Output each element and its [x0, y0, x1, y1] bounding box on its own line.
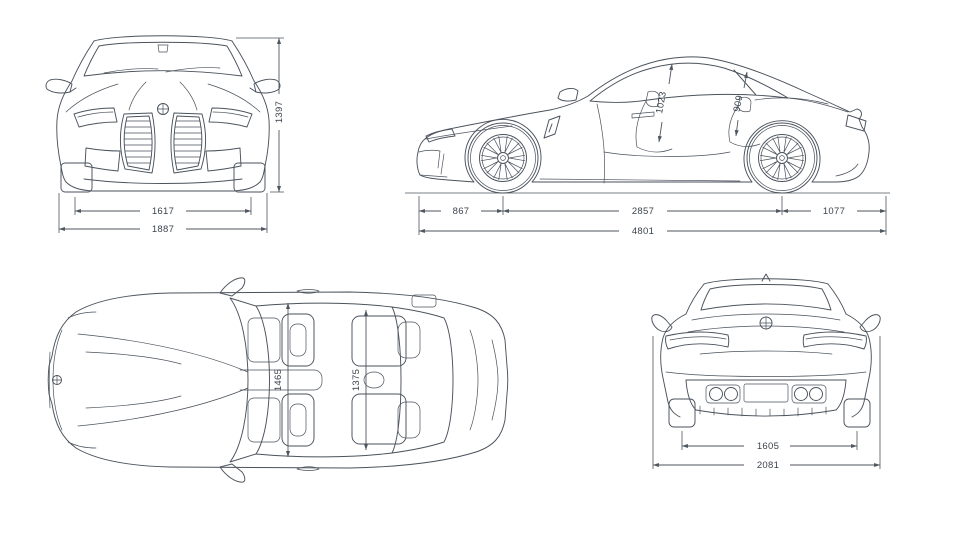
side-body-outline [416, 56, 870, 183]
dim-label-rear-track: 1605 [757, 441, 779, 452]
lower-intakes-mesh [84, 147, 242, 172]
front-seats-top [247, 313, 315, 447]
rear-window-top [391, 306, 454, 454]
side-window-outline [589, 62, 789, 103]
diffuser-fins [699, 405, 827, 417]
dim-front-headroom: 1023 [654, 63, 674, 143]
center-console-top [239, 369, 385, 391]
side-beltline [425, 97, 849, 140]
front-bumper-details [418, 149, 448, 178]
kidney-grille [119, 112, 207, 174]
dim-label-front-shoulder: 1465 [273, 369, 284, 391]
rear-window [700, 284, 832, 311]
grille-slats [124, 120, 202, 164]
trunk-lines-top [469, 329, 499, 431]
front-side-mirrors [45, 78, 281, 94]
hood-creases-top [77, 333, 249, 427]
dim-label-rear-shoulder: 1375 [351, 369, 362, 391]
side-view: 1023 909 867 2857 1077 4801 [405, 56, 890, 237]
dim-rear-shoulder-width: 1375 [351, 309, 369, 451]
license-recess [743, 383, 789, 403]
front-left-tire [60, 162, 93, 193]
front-right-tire [233, 162, 266, 193]
dim-label-front-track: 1617 [152, 206, 174, 217]
rear-seat [728, 96, 829, 147]
front-windshield [83, 41, 243, 77]
dim-front-shoulder-width: 1465 [273, 302, 291, 458]
rear-mirrors [651, 314, 881, 333]
front-wheel [467, 122, 539, 194]
windshield-top [229, 297, 270, 463]
dim-label-width-incl-mirrors: 2081 [757, 460, 779, 471]
fender-vent [543, 115, 561, 139]
roof-edges [255, 302, 393, 458]
door-handles-top [296, 289, 320, 471]
side-headlight [425, 128, 456, 143]
dim-wheelbase: 2857 [502, 206, 783, 217]
dim-label-wheelbase: 2857 [632, 206, 654, 217]
rear-exhaust-side [835, 163, 859, 177]
dim-front-track: 1617 [74, 197, 252, 217]
front-seat [635, 90, 673, 153]
taillights [665, 331, 867, 350]
side-extension-lines [418, 196, 887, 235]
front-bumper-bottom [65, 178, 261, 192]
front-roof-outline [71, 35, 255, 82]
top-body-outline [47, 291, 509, 469]
dim-label-overall-length: 4801 [632, 226, 654, 237]
rear-left-tire [668, 398, 696, 428]
dim-rear-headroom: 909 [732, 71, 748, 137]
rear-right-tire [843, 398, 871, 428]
headlights [73, 107, 253, 128]
dim-label-rear-headroom: 909 [732, 94, 746, 112]
rear-wheel [746, 122, 818, 194]
fuel-door [411, 294, 437, 308]
dim-rear-track: 1605 [681, 431, 858, 452]
headlight-details [77, 111, 249, 118]
bmw-roundel-top [52, 375, 62, 385]
rearview-mirror [157, 44, 169, 53]
exhaust-tips [705, 384, 827, 404]
door-seam-and-handle [539, 103, 741, 184]
dim-rear-overhang: 1077 [781, 206, 887, 217]
rear-view: 1605 2081 [651, 273, 881, 471]
dim-overall-width: 1887 [58, 193, 268, 235]
dim-label-overall-width: 1887 [152, 224, 174, 235]
top-mirrors [219, 277, 246, 483]
dim-overall-length: 4801 [418, 226, 887, 237]
dim-width-incl-mirrors: 2081 [652, 336, 881, 471]
hood-creases [65, 81, 261, 113]
dim-label-height: 1397 [274, 101, 285, 123]
front-body-sides [56, 80, 270, 183]
dim-label-front-overhang: 867 [453, 206, 470, 217]
dim-label-front-headroom: 1023 [654, 91, 669, 115]
side-mirror [557, 88, 579, 102]
top-view: 1465 1375 [47, 277, 509, 483]
taillight-details [669, 336, 863, 341]
taillight-side [845, 114, 867, 132]
front-wipers [103, 67, 221, 74]
rear-roof-outline [685, 273, 847, 315]
rear-diffuser [685, 379, 847, 417]
bmw-roundel-rear [759, 316, 773, 330]
interior-floor-line [603, 151, 731, 157]
rear-seats-top [351, 315, 421, 445]
dim-height: 1397 [236, 37, 285, 193]
dim-front-overhang: 867 [418, 206, 504, 217]
front-view: 1617 1887 1397 [45, 35, 285, 235]
dim-label-rear-overhang: 1077 [823, 206, 845, 217]
bmw-roundel-front [157, 103, 169, 115]
